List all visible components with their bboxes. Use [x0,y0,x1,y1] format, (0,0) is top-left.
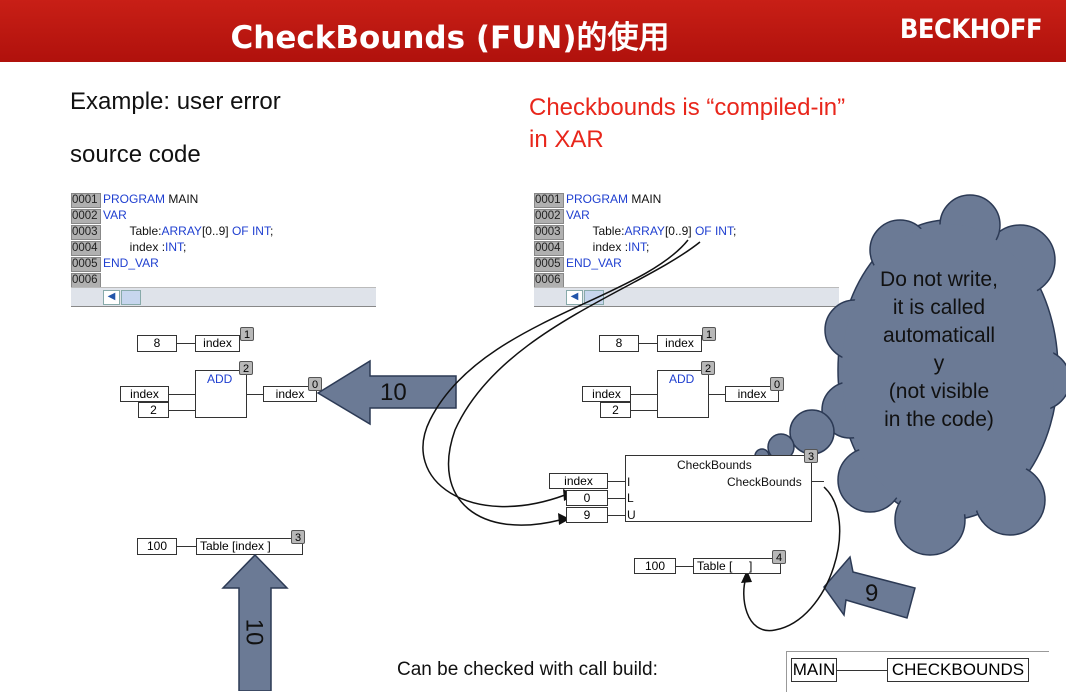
network-number-3: 3 [291,530,305,544]
wire [631,394,657,395]
compiled-in-heading-2: in XAR [529,126,604,153]
scroll-left-icon[interactable]: ◀ [566,290,583,305]
wire [169,394,195,395]
arrow-value-9: 9 [865,580,879,607]
compiled-in-heading: Checkbounds is “compiled-in” [529,94,846,121]
wire [837,670,887,671]
index-input-box: index [582,386,631,402]
wire [812,481,824,482]
cloud-text: Do not write, it is called automaticall … [880,268,998,431]
network-number-0: 0 [308,377,322,391]
index-output-box: index [725,386,779,402]
network-number-1: 1 [240,327,254,341]
arrow-value-right: 10 [380,379,407,406]
wire [631,410,657,411]
const-2-box: 2 [600,402,631,418]
code-line: 0004 index :INT; [71,240,187,256]
beckhoff-logo: BECKHOFF [899,14,1043,45]
wire [676,566,693,567]
curve-line-2 [447,241,701,526]
curve-line-3 [743,486,841,632]
wire [608,515,625,516]
network-number-4: 4 [772,550,786,564]
checkbounds-box[interactable]: CHECKBOUNDS [887,658,1029,682]
checkbounds-block [625,455,812,522]
curve-line-1 [422,239,689,508]
wire [608,498,625,499]
call-build-panel: MAIN CHECKBOUNDS [786,651,1049,692]
checkbounds-output-label: CheckBounds [727,475,802,489]
network-number-2: 2 [239,361,253,375]
add-block: ADD [657,370,709,418]
horizontal-scrollbar[interactable]: ◀ [71,287,376,307]
index-input-box: index [120,386,169,402]
const-8-box: 8 [599,335,639,352]
network-number-0: 0 [770,377,784,391]
input-i-label: I [627,475,631,489]
code-line: 0003 Table:ARRAY[0..9] OF INT; [534,224,737,240]
example-heading: Example: user error [70,88,281,115]
slide-title: CheckBounds (FUN)的使用 [230,20,670,56]
index-box: index [195,335,240,352]
const-2-box: 2 [138,402,169,418]
index-output-box: index [263,386,317,402]
main-box[interactable]: MAIN [791,658,837,682]
wire [177,343,195,344]
arrow-up-icon [221,553,289,691]
table-blank-box: Table [ ] [693,558,781,574]
table-index-box: Table [index ] [196,538,303,555]
call-build-text: Can be checked with call build: [397,659,658,680]
wire [709,394,725,395]
const-8-box: 8 [137,335,177,352]
lower-bound-box: 0 [566,490,608,506]
wire [169,410,195,411]
wire [247,394,263,395]
index-value-box: index [549,473,608,489]
const-100-box: 100 [634,558,676,574]
index-box: index [657,335,702,352]
arrow-value-up: 10 [240,618,268,646]
arrow-left-icon [316,359,457,426]
add-block: ADD [195,370,247,418]
checkbounds-title: CheckBounds [677,458,752,472]
source-code-heading: source code [70,141,201,168]
input-u-label: U [627,508,636,522]
input-l-label: L [627,491,634,505]
curve-arrowhead-2 [558,513,570,525]
arrow-diag-icon [823,555,916,619]
network-number-2: 2 [701,361,715,375]
curve-arrowhead-3 [741,570,752,583]
wire [639,343,657,344]
code-line: 0003 Table:ARRAY[0..9] OF INT; [71,224,274,240]
scroll-left-icon[interactable]: ◀ [103,290,120,305]
scroll-thumb[interactable] [121,290,141,305]
wire [608,481,625,482]
upper-bound-box: 9 [566,507,608,523]
network-number-1: 1 [702,327,716,341]
cloud-fill [842,224,1054,516]
const-100-box: 100 [137,538,177,555]
title-bar: CheckBounds (FUN)的使用 BECKHOFF [0,0,1066,62]
network-number-3: 3 [804,449,818,463]
wire [177,546,196,547]
code-line: 0004 index :INT; [534,240,650,256]
